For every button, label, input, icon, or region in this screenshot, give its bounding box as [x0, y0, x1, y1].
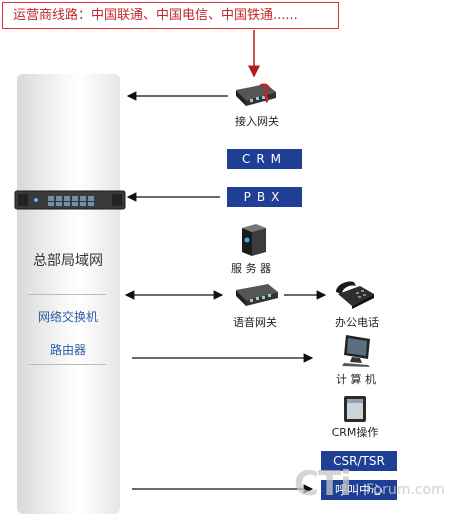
- network-switch-label: 网络交换机: [37, 310, 98, 324]
- computer-icon: [342, 335, 370, 367]
- computer-label: 计 算 机: [336, 373, 376, 386]
- access-gateway-label: 接入网关: [235, 115, 279, 128]
- csr-tsr-box: CSR/TSR: [321, 451, 397, 471]
- server-icon: [242, 224, 266, 256]
- watermark-site: Forum.com: [366, 482, 445, 498]
- crm-operation-icon: [344, 396, 366, 422]
- hq-divider-2: [28, 364, 106, 365]
- office-phone-icon: [336, 281, 374, 309]
- crm-operation-label: CRM操作: [331, 426, 379, 439]
- hq-divider: [28, 294, 106, 295]
- router-label: 路由器: [49, 343, 86, 357]
- server-label: 服 务 器: [231, 262, 271, 275]
- hq-lan-title: 总部局域网: [33, 253, 103, 269]
- rack-switch-icon: [14, 190, 126, 210]
- voice-gateway-icon: [236, 284, 278, 306]
- carrier-lines-label: 运营商线路：中国联通、中国电信、中国铁通......: [2, 2, 339, 29]
- access-gateway-icon: [236, 83, 276, 106]
- watermark-logo: CTi: [294, 464, 352, 504]
- office-phone-label: 办公电话: [335, 316, 379, 329]
- call-center-box: 呼叫中心: [321, 480, 397, 500]
- pbx-box: PBX: [227, 187, 302, 207]
- crm-box: CRM: [227, 149, 302, 169]
- voice-gateway-label: 语音网关: [233, 316, 277, 329]
